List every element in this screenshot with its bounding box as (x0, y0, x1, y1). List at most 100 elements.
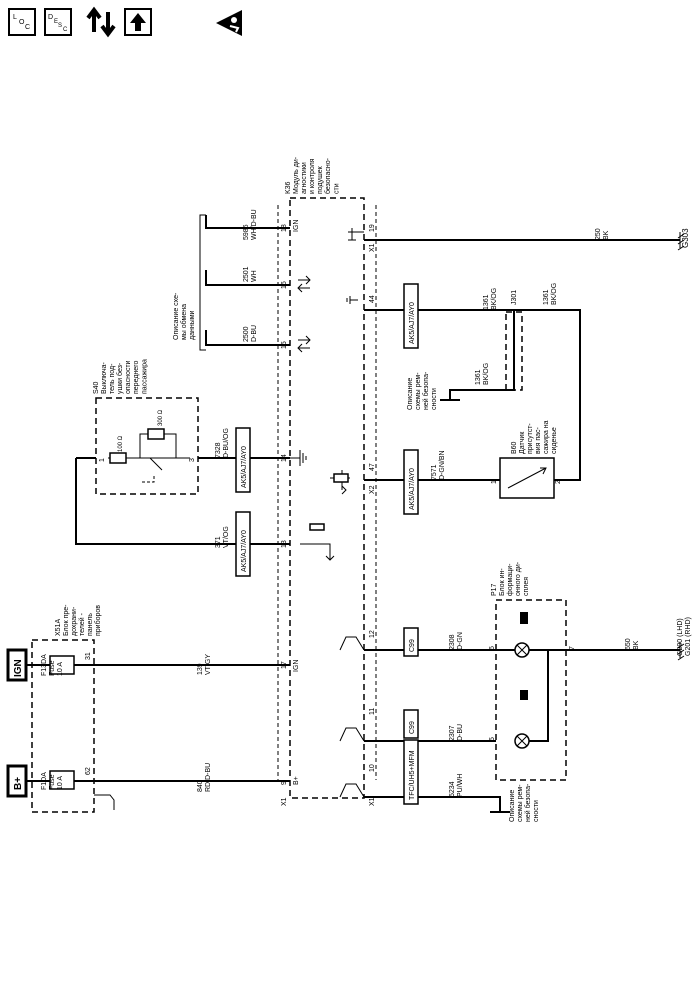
internal-switch-12-icon (339, 636, 365, 651)
passenger-airbag-on-icon (520, 612, 528, 624)
bplus-label: B+ (13, 777, 24, 790)
loc-icon[interactable]: L O C (8, 8, 36, 36)
ign-label: IGN (13, 659, 24, 677)
pin-14: 14 (281, 454, 288, 462)
desc-icon[interactable]: D E S C (44, 8, 72, 36)
fuse-block-name: Блок пре-дохрани-телей -панельприборов (63, 604, 102, 636)
up-arrow-icon[interactable] (124, 8, 152, 36)
k36-ign2: IGN (293, 220, 300, 232)
desc-letter-c: C (63, 27, 68, 33)
pin-19: 19 (369, 224, 376, 232)
option-ak5-4 (403, 449, 419, 515)
bplus-terminal: B+ (6, 764, 28, 798)
k36-id: K36 (285, 181, 292, 194)
wire-250-label: 250BK (595, 228, 610, 240)
wire-5234-label: 5234PU/WH (449, 774, 464, 797)
option-ak5-3 (403, 283, 419, 349)
desc-letter-s: S (58, 23, 62, 29)
k36-bplus: B+ (293, 776, 300, 785)
internal-switch-10-icon (339, 783, 365, 798)
ground-g303-icon (677, 232, 685, 251)
wire-650-label: 650BK (625, 638, 640, 650)
info-display-p17: P17 Блок ин-формаци-онного ди-сплея 6 5 … (489, 561, 576, 781)
g303-label: G303 (681, 228, 690, 248)
pin-10: 10 (369, 764, 376, 772)
pin-18: 18 (281, 224, 288, 232)
resistor-100-icon (109, 452, 127, 464)
internal-ground-14-icon (290, 450, 307, 466)
ign-terminal: IGN (6, 648, 28, 682)
wire-840-label: 840RD/D-BU (197, 763, 212, 792)
option-tfc-label: TFC/UH5+MFM (409, 750, 416, 800)
option-c99-1-label: C99 (409, 639, 416, 652)
option-ak5-1 (235, 511, 251, 577)
internal-ground-44-icon (346, 296, 358, 304)
splice-j301-label: J301 (511, 290, 518, 305)
s40-pin3: 3 (189, 458, 196, 462)
fuse-f13da-name: F13DAFuse10 A (41, 654, 64, 676)
p17-id: P17 (491, 583, 498, 596)
pin-17: 17 (281, 661, 288, 669)
airbag-warning-icon (214, 8, 244, 38)
desc-letter-e: E (54, 19, 58, 25)
data-arrows-16-icon (297, 275, 311, 293)
loc-letter-c: C (25, 24, 30, 31)
wire-7571-label: 7571D-GN/BN (431, 450, 446, 480)
desc-letter-d: D (48, 14, 53, 21)
wire-7328-label: 7328D-BU/OG (215, 428, 230, 458)
p17-name: Блок ин-формаци-онного ди-сплея (499, 561, 530, 596)
pin-15: 15 (281, 341, 288, 349)
fuse-f1da-pin: 62 (85, 767, 92, 775)
internal-pullup-13-icon (300, 543, 335, 561)
s40-pin1: 1 (99, 458, 106, 462)
p17-pin6: 6 (489, 646, 496, 650)
pin-16: 16 (281, 281, 288, 289)
fuse-block-id: X51A (55, 619, 62, 636)
connector-info-icon[interactable] (84, 6, 118, 38)
fuse-f13da-pin: 31 (85, 652, 92, 660)
wire-371-label: 371VT/OG (215, 526, 230, 548)
data-comm-label: Описание схе-мы обменаданными (173, 292, 196, 340)
option-c99-1 (403, 627, 419, 657)
option-ak5-3-label: AK5/AJ7/AY0 (409, 302, 416, 344)
loc-letter-l: L (13, 14, 17, 21)
seatbelt-desc-1: Описаниесхемы рем-ней безопа-сности (509, 783, 540, 822)
option-ak5-4-label: AK5/AJ7/AY0 (409, 468, 416, 510)
k36-name: Модуль ди-агностикии контроляподушекбезо… (293, 156, 340, 194)
wire-2308-label: 2308D-GN (449, 632, 464, 650)
passenger-airbag-off-icon (520, 690, 528, 700)
b60-name: Датчикприсутст-вия пас-сажира насиденье (519, 420, 558, 454)
wire-1361b-label: 1361BK/OG (543, 283, 558, 305)
pin-13: 13 (281, 540, 288, 548)
k36-x1b: X1 (369, 797, 376, 806)
wire-1361a-label: 1361BK/OG (483, 288, 498, 310)
passenger-airbag-switch-s40: S40 Выключа-тель под-ушки без-опасностип… (93, 359, 199, 495)
s40-id: S40 (93, 381, 100, 394)
k36-x1c: X1 (369, 243, 376, 252)
ground-g200-icon (677, 642, 685, 661)
seatbelt-desc-2: Описаниесхемы рем-ней безопа-сности (407, 371, 438, 410)
wire-5986-label: 5986WH/D-BU (243, 209, 258, 240)
internal-ground-19-icon (348, 228, 364, 241)
data-arrows-15-icon (297, 335, 311, 353)
option-tfc (403, 739, 419, 805)
r300-label: 300 Ω (158, 409, 164, 426)
resistor-300-icon (147, 428, 165, 440)
pin-12: 12 (369, 630, 376, 638)
p17-pin7: 7 (569, 646, 576, 650)
wire-2307-label: 2307D-BU (449, 724, 464, 741)
option-c99-2 (403, 709, 419, 739)
k36-ign: IGN (293, 660, 300, 672)
pin-44: 44 (369, 295, 376, 303)
k36-x2: X2 (369, 485, 376, 494)
airbag-module-k36: K36 Модуль ди-агностикии контроляподушек… (277, 156, 377, 806)
option-c99-2-label: C99 (409, 721, 416, 734)
loc-letter-o: O (19, 19, 25, 26)
wire-2500-label: 2500D-BU (243, 325, 258, 342)
option-ak5-2-label: AK5/AJ7/AY0 (241, 446, 248, 488)
k36-x1: X1 (281, 797, 288, 806)
option-ak5-2 (235, 427, 251, 493)
g200-label: G200 (LHD)G201 (RHD) (677, 617, 692, 656)
r100-label: 100 Ω (118, 435, 124, 452)
